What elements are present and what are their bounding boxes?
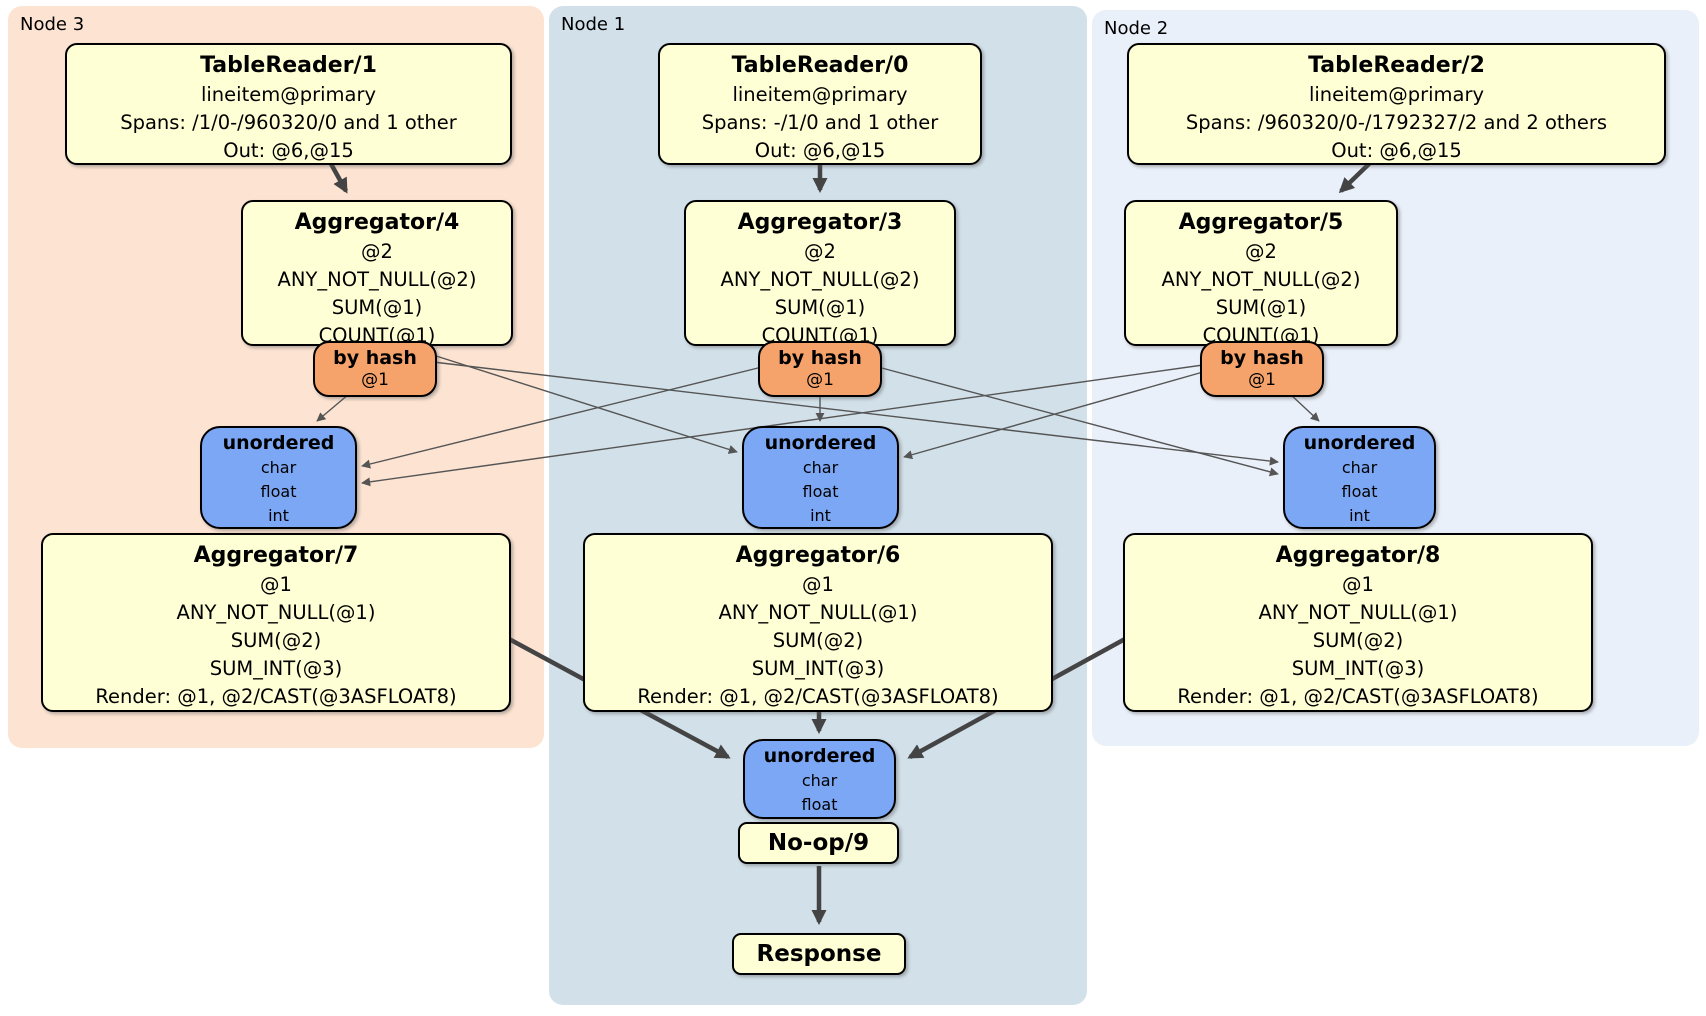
sync-unordered-node2: unordered char float int [1283, 426, 1436, 529]
sync-type: char [260, 458, 297, 477]
router-detail: @1 [806, 370, 834, 390]
edge-hash2-uno3 [361, 364, 1204, 487]
sync-title: unordered [222, 432, 335, 454]
response-title: Response [756, 941, 882, 967]
processor-aggregator-6: Aggregator/6 @1 ANY_NOT_NULL(@1) SUM(@2)… [583, 533, 1053, 712]
processor-detail: SUM(@2) [230, 629, 322, 652]
sync-title: unordered [763, 745, 876, 767]
processor-detail: ANY_NOT_NULL(@1) [176, 601, 376, 624]
edge-hash2-uno1 [903, 371, 1204, 460]
processor-detail: SUM_INT(@3) [1291, 657, 1425, 680]
response-node: Response [732, 933, 906, 975]
processor-detail: Out: @6,@15 [1331, 139, 1462, 162]
node1-label: Node 1 [561, 14, 626, 35]
processor-detail: ANY_NOT_NULL(@2) [1161, 268, 1361, 291]
processor-tablereader-2: TableReader/2 lineitem@primary Spans: /9… [1127, 43, 1666, 165]
processor-title: Aggregator/3 [737, 210, 903, 235]
processor-noop-9: No-op/9 [738, 822, 899, 864]
sync-title: unordered [1303, 432, 1416, 454]
processor-detail: @2 [804, 240, 836, 263]
processor-aggregator-7: Aggregator/7 @1 ANY_NOT_NULL(@1) SUM(@2)… [41, 533, 511, 712]
edge-hash3-uno2 [432, 361, 1279, 466]
processor-detail: @2 [1245, 240, 1277, 263]
edge-hash3-uno1 [432, 354, 738, 454]
processor-detail: Spans: -/1/0 and 1 other [701, 111, 939, 134]
processor-detail: ANY_NOT_NULL(@2) [277, 268, 477, 291]
processor-detail: lineitem@primary [732, 83, 908, 106]
processor-detail: Render: @1, @2/CAST(@3ASFLOAT8) [637, 685, 999, 708]
router-detail: @1 [361, 370, 389, 390]
processor-detail: Render: @1, @2/CAST(@3ASFLOAT8) [95, 685, 457, 708]
processor-title: TableReader/1 [200, 53, 377, 78]
processor-title: Aggregator/8 [1275, 543, 1441, 568]
router-title: by hash [333, 347, 417, 369]
processor-title: Aggregator/7 [193, 543, 359, 568]
sync-unordered-node3: unordered char float int [200, 426, 357, 529]
router-detail: @1 [1248, 370, 1276, 390]
processor-aggregator-5: Aggregator/5 @2 ANY_NOT_NULL(@2) SUM(@1)… [1124, 200, 1398, 347]
processor-detail: @1 [1342, 573, 1374, 596]
sync-unordered-final: unordered char float [743, 739, 896, 819]
processor-detail: SUM_INT(@3) [209, 657, 343, 680]
router-by-hash-node3: by hash @1 [313, 341, 437, 397]
node2-label: Node 2 [1104, 18, 1169, 39]
sync-unordered-node1: unordered char float int [742, 426, 899, 529]
sync-type: float [802, 482, 839, 501]
processor-detail: SUM(@2) [1312, 629, 1404, 652]
sync-title: unordered [764, 432, 877, 454]
router-by-hash-node1: by hash @1 [758, 341, 882, 397]
processor-detail: SUM(@1) [331, 296, 423, 319]
processor-detail: lineitem@primary [200, 83, 377, 106]
processor-tablereader-0: TableReader/0 lineitem@primary Spans: -/… [658, 43, 982, 165]
processor-detail: @2 [361, 240, 393, 263]
edge-hash3-uno3 [316, 393, 350, 422]
sync-type: char [801, 771, 838, 790]
processor-detail: @1 [260, 573, 292, 596]
edge-hash1-uno2 [877, 366, 1279, 477]
processor-title: Aggregator/5 [1178, 210, 1344, 235]
processor-title: No-op/9 [767, 830, 870, 856]
processor-title: Aggregator/4 [294, 210, 460, 235]
edge-hash2-uno2 [1289, 393, 1320, 422]
processor-detail: Spans: /1/0-/960320/0 and 1 other [120, 111, 457, 134]
processor-detail: SUM_INT(@3) [751, 657, 885, 680]
edge-hash1-uno3 [361, 366, 763, 469]
processor-detail: Spans: /960320/0-/1792327/2 and 2 others [1185, 111, 1608, 134]
sync-type: int [268, 506, 289, 525]
processor-title: TableReader/2 [1308, 53, 1485, 78]
sync-type: char [802, 458, 839, 477]
processor-detail: SUM(@1) [774, 296, 866, 319]
processor-detail: Out: @6,@15 [754, 139, 886, 162]
processor-title: TableReader/0 [731, 53, 909, 78]
processor-detail: SUM(@2) [772, 629, 864, 652]
processor-detail: SUM(@1) [1215, 296, 1307, 319]
node3-label: Node 3 [20, 14, 85, 35]
processor-aggregator-3: Aggregator/3 @2 ANY_NOT_NULL(@2) SUM(@1)… [684, 200, 956, 347]
processor-detail: Out: @6,@15 [223, 139, 354, 162]
router-by-hash-node2: by hash @1 [1200, 341, 1324, 397]
processor-aggregator-4: Aggregator/4 @2 ANY_NOT_NULL(@2) SUM(@1)… [241, 200, 513, 347]
processor-aggregator-8: Aggregator/8 @1 ANY_NOT_NULL(@1) SUM(@2)… [1123, 533, 1593, 712]
sync-type: float [801, 795, 838, 814]
edge-tablereader1-aggregator4 [328, 160, 348, 194]
sync-type: float [1341, 482, 1378, 501]
processor-detail: ANY_NOT_NULL(@1) [718, 601, 918, 624]
sync-type: int [810, 506, 831, 525]
sync-type: int [1349, 506, 1370, 525]
processor-detail: @1 [802, 573, 834, 596]
edge-tablereader2-aggregator5 [1338, 160, 1373, 194]
router-title: by hash [778, 347, 862, 369]
processor-tablereader-1: TableReader/1 lineitem@primary Spans: /1… [65, 43, 512, 165]
processor-detail: ANY_NOT_NULL(@2) [720, 268, 920, 291]
sync-type: char [1341, 458, 1378, 477]
router-title: by hash [1220, 347, 1304, 369]
processor-detail: lineitem@primary [1308, 83, 1485, 106]
sync-type: float [260, 482, 297, 501]
processor-title: Aggregator/6 [735, 543, 901, 568]
processor-detail: ANY_NOT_NULL(@1) [1258, 601, 1458, 624]
processor-detail: Render: @1, @2/CAST(@3ASFLOAT8) [1177, 685, 1539, 708]
